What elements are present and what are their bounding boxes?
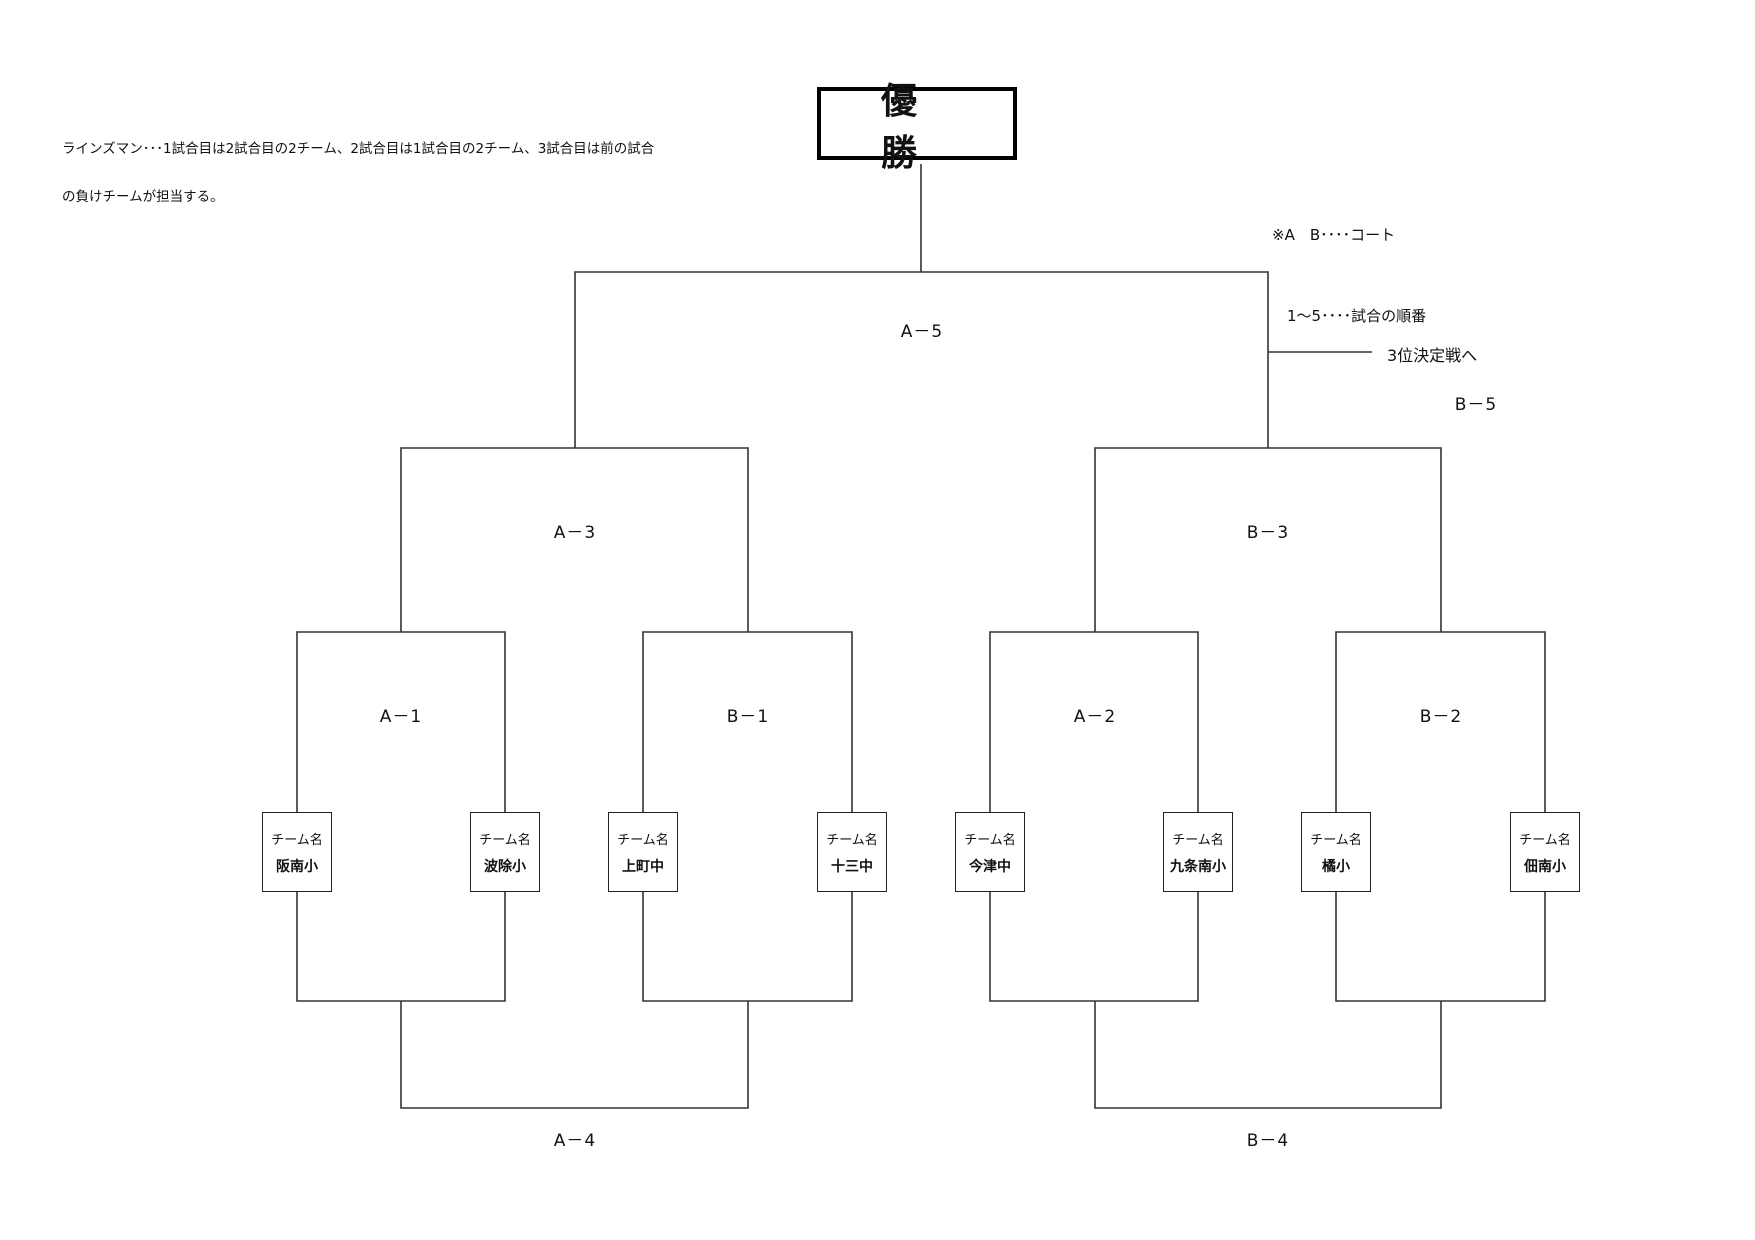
q1-bracket (296, 631, 506, 812)
legend-order: 1～5････試合の順番 (1272, 307, 1427, 325)
match-a4: A－4 (553, 1131, 597, 1151)
team-box: チーム名 波除小 (470, 812, 540, 892)
team-label: チーム名 (1519, 832, 1571, 848)
team-label: チーム名 (617, 832, 669, 848)
semi-left-bracket (400, 447, 749, 632)
team-label: チーム名 (479, 832, 531, 848)
team-box: チーム名 佃南小 (1510, 812, 1580, 892)
champion-box: 優勝 (817, 81, 1017, 174)
team-name: 九条南小 (1170, 858, 1226, 875)
final-bracket (574, 271, 1269, 448)
q4-lower-bracket (1335, 891, 1546, 1002)
team-name: 橘小 (1322, 858, 1350, 875)
team-name: 今津中 (969, 858, 1011, 875)
match-b3: B－3 (1246, 523, 1290, 543)
match-a1: A－1 (379, 707, 423, 727)
q1-lower-bracket (296, 891, 506, 1002)
match-b4: B－4 (1246, 1131, 1290, 1151)
match-a3: A－3 (553, 523, 597, 543)
team-box: チーム名 橘小 (1301, 812, 1371, 892)
match-b1: B－1 (726, 707, 770, 727)
team-box: チーム名 十三中 (817, 812, 887, 892)
team-box: チーム名 阪南小 (262, 812, 332, 892)
team-label: チーム名 (826, 832, 878, 848)
linesman-note-line1: ラインズマン･･･1試合目は2試合目の2チーム、2試合目は1試合目の2チーム、3… (62, 141, 655, 157)
team-box: チーム名 上町中 (608, 812, 678, 892)
consolation-left-bracket (400, 1001, 749, 1109)
team-name: 阪南小 (276, 858, 318, 875)
consolation-right-bracket (1094, 1001, 1442, 1109)
q4-bracket (1335, 631, 1546, 812)
team-name: 佃南小 (1524, 858, 1566, 875)
q2-lower-bracket (642, 891, 853, 1002)
match-a5: A－5 (900, 322, 944, 342)
legend-court: ※A B････コート (1272, 226, 1396, 244)
match-a2: A－2 (1073, 707, 1117, 727)
team-name: 波除小 (484, 858, 526, 875)
match-b2: B－2 (1419, 707, 1463, 727)
linesman-note-line2: の負けチームが担当する。 (62, 189, 224, 205)
semi-right-bracket (1094, 447, 1442, 632)
team-label: チーム名 (964, 832, 1016, 848)
team-name: 十三中 (831, 858, 873, 875)
legend: ※A B････コート 1～5････試合の順番 (1272, 168, 1426, 357)
team-label: チーム名 (1310, 832, 1362, 848)
team-label: チーム名 (1172, 832, 1224, 848)
team-name: 上町中 (622, 858, 664, 875)
q3-lower-bracket (989, 891, 1199, 1002)
team-box: チーム名 今津中 (955, 812, 1025, 892)
third-place-label: 3位決定戦へ (1387, 346, 1478, 365)
q3-bracket (989, 631, 1199, 812)
match-b5: B－5 (1454, 395, 1498, 415)
team-box: チーム名 九条南小 (1163, 812, 1233, 892)
q2-bracket (642, 631, 853, 812)
team-label: チーム名 (271, 832, 323, 848)
linesman-note: ラインズマン･･･1試合目は2試合目の2チーム、2試合目は1試合目の2チーム、3… (62, 109, 654, 221)
